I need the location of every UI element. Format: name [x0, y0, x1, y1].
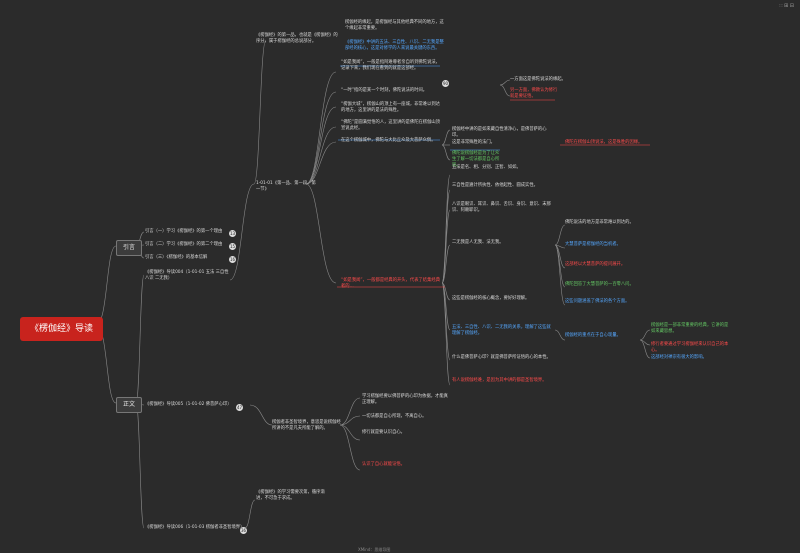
text-5: “楞伽大城”，楞伽山的顶上有一座城，非常难以到达的地方，这里讲的是法的殊胜。 — [341, 102, 440, 113]
intro-text: 《楞伽经》的第一品，也就是《楞伽经》的序分，属于楞伽经的总说部分。 — [256, 33, 338, 44]
intro-item-2[interactable]: 引言（二）学习《楞伽经》的第二个理由 — [145, 242, 223, 247]
branch-1-01-01[interactable]: 1-01-01《第一品、第一段、第一节》 — [256, 181, 316, 192]
right-text-7: 佛陀回答了大慧菩萨的一百零八问。 — [565, 282, 634, 287]
text-6: “佛陀”是圆满觉悟的人，这里讲的是佛陀在楞伽山顶宣说此经。 — [341, 120, 440, 131]
text-7: 在这个楞伽城中，佛陀与大比丘众及大菩萨众俱。 — [341, 138, 436, 143]
text-1: 楞伽经的缘起，是楞伽经与其他经典不同的地方，这个缘起非常重要。 — [345, 20, 444, 31]
toolbar-icons[interactable]: ∷ ⊞ ⊟ — [779, 3, 794, 9]
badge-6[interactable]: 90 — [442, 80, 449, 87]
far-right-2: 修行者要通过学习楞伽经来认识自己的本心。 — [651, 342, 729, 353]
text-8: 楞伽经中讲的是如来藏自性清净心，是佛菩萨的心印。 — [452, 127, 547, 138]
footer-text: XMind：思维导图 — [358, 547, 391, 552]
right-text-1: 一方面这是佛陀说法的缘起。 — [510, 77, 566, 82]
text-18: 有人说楞伽经难，是因为其中讲的都是圣智境界。 — [452, 378, 547, 383]
text-12: 三自性是遍计所执性、依他起性、圆成实性。 — [452, 183, 538, 188]
badge-3[interactable]: 16 — [229, 256, 236, 263]
right-text-3: 佛陀在楞伽山顶说法，这是殊胜的因缘。 — [565, 140, 643, 145]
text-9: 这是非常殊胜的法门。 — [452, 140, 495, 145]
text-23: 认识了自心就能证悟。 — [362, 462, 405, 467]
text-pink: “如是我闻”，一般都是经典的开头，代表了结集经典者的... — [341, 278, 440, 289]
text-16: 五法、三自性、八识、二无我的关系，理解了这些就理解了楞伽经。 — [452, 325, 551, 336]
right-text-6: 这部经以大慧菩萨的提问展开。 — [565, 262, 626, 267]
main-item-004[interactable]: 《楞伽经》导读004（1-01-01 五法 三自性 八识 二无我） — [145, 270, 229, 281]
far-right-3: 这部经对禅宗有很大的影响。 — [651, 355, 707, 360]
right-text-4: 佛陀说法的地方是非常难以到达的。 — [565, 220, 634, 225]
right-text-8: 这些问题涵盖了佛法的各个方面。 — [565, 299, 630, 304]
text-24: 《楞伽经》的学习需要次第，循序渐进，不可急于求成。 — [256, 490, 325, 501]
intro-item-3[interactable]: 引言（三）《楞伽经》的基本信解 — [145, 255, 208, 260]
right-text-2: 另一方面，佛教认为修行就是要证悟。 — [510, 88, 558, 99]
node-intro[interactable]: 引言 — [116, 240, 143, 257]
badge-2[interactable]: 15 — [229, 243, 236, 250]
text-15: 这些是楞伽经的核心概念，要好好理解。 — [452, 296, 530, 301]
main-item-006[interactable]: 《楞伽经》导读006（1-01-03 楞伽者非圣智境界） — [145, 525, 245, 530]
text-22: 修行就是要认识自心。 — [362, 430, 405, 435]
far-right-1: 楞伽经是一部非常重要的经典，它讲的是如来藏思想。 — [651, 323, 729, 334]
right-text-5: 大慧菩萨是楞伽经的当机者。 — [565, 242, 621, 247]
text-20: 学习楞伽经要以佛菩萨的心印为依据，才能真正理解。 — [362, 394, 448, 405]
text-14: 二无我是人无我、法无我。 — [452, 240, 504, 245]
text-3: “如是我闻”，一般是指阿难尊者亲自听到佛陀说法，记录下来，我们现在看到的就是这部… — [341, 60, 440, 71]
text-19: 楞伽者非圣智境界，意思是说楞伽经所讲的不是凡夫所能了解的。 — [272, 420, 341, 431]
text-11: 五法是名、相、分别、正智、如如。 — [452, 165, 521, 170]
text-2: 《楞伽经》中讲的五法、三自性、八识、二无我是整部经的核心，这是对修学的人来说最关… — [345, 40, 444, 51]
text-10: 佛陀说楞伽经是为了让众生了解一切法都是自心所现。 — [452, 151, 500, 168]
badge-5[interactable]: 36 — [240, 527, 247, 534]
text-13: 八识是眼识、耳识、鼻识、舌识、身识、意识、末那识、阿赖耶识。 — [452, 202, 551, 213]
text-4: “一时”指的是某一个时刻，佛陀说法的时间。 — [341, 88, 428, 93]
root-node[interactable]: 《楞伽经》导读 — [20, 317, 104, 342]
main-item-005[interactable]: 《楞伽经》导读005（1-01-02 佛菩萨心印） — [145, 402, 232, 407]
node-main[interactable]: 正文 — [116, 397, 143, 414]
badge-4[interactable]: 47 — [236, 404, 243, 411]
text-17: 什么是佛菩萨心印？就是佛菩萨所证悟的心的本性。 — [452, 355, 551, 360]
intro-item-1[interactable]: 引言（一）学习《楞伽经》的第一个理由 — [145, 229, 223, 234]
text-21: 一切法都是自心所现，不离自心。 — [362, 414, 427, 419]
right-text-9: 楞伽经的重点在于自心现量。 — [565, 333, 621, 338]
badge-1[interactable]: 13 — [229, 230, 236, 237]
